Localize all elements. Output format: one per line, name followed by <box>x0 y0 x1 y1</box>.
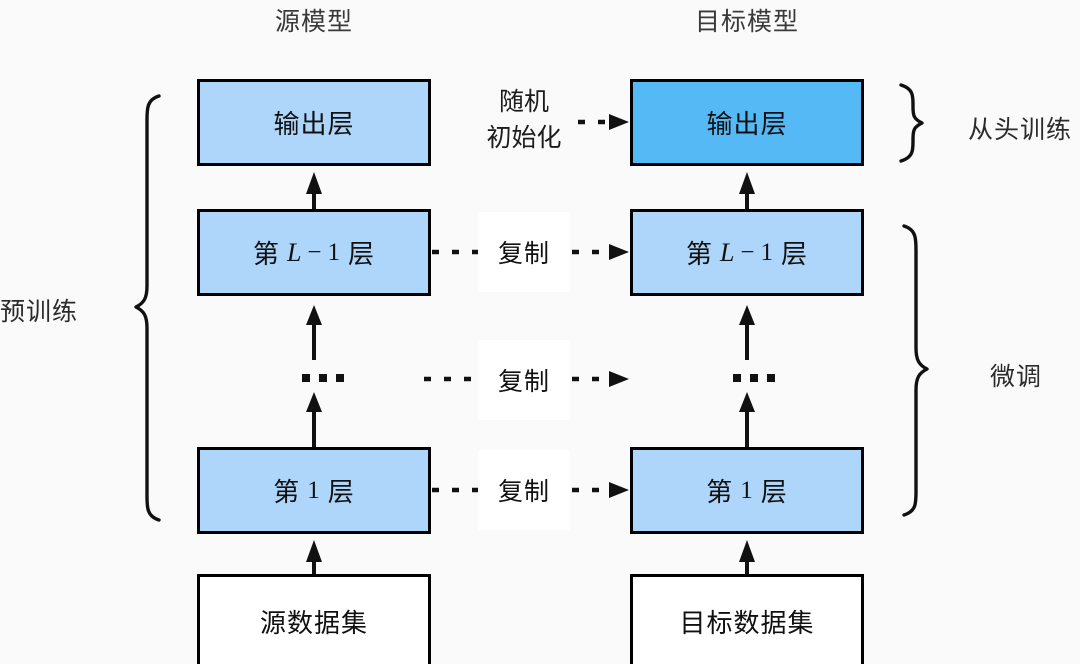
source-dataset-label: 源数据集 <box>259 607 368 638</box>
source-dataset-box[interactable]: 源数据集 <box>197 574 431 664</box>
random-init-line-2: 初始化 <box>486 124 562 152</box>
target-arrow-dataset-to-layer1 <box>739 540 755 574</box>
target-output-layer-label: 输出层 <box>706 109 788 139</box>
source-layer-L-minus-1-num: 1 <box>327 238 342 266</box>
copy-label-layer-1: 复制 <box>478 450 570 530</box>
target-layer-1-suffix: 层 <box>760 477 788 507</box>
source-layer-1-prefix: 第 <box>273 477 301 507</box>
target-layer-1-num: 1 <box>740 476 754 504</box>
source-layer-L-minus-1-box[interactable]: 第 L − 1 层 <box>197 209 431 296</box>
target-dataset-label: 目标数据集 <box>679 607 815 638</box>
source-output-layer-box[interactable]: 输出层 <box>197 79 431 166</box>
target-model-title: 目标模型 <box>694 8 799 36</box>
copy-label-layer-1-text: 复制 <box>497 478 550 506</box>
copy-label-middle-text: 复制 <box>497 368 550 396</box>
source-output-layer-label: 输出层 <box>273 109 355 139</box>
target-layer-L-minus-1-var: L <box>719 237 736 267</box>
target-arrow-ellipsis-to-layerL <box>739 305 755 360</box>
target-layer-L-minus-1-num: 1 <box>760 238 775 266</box>
target-arrow-layer1-to-ellipsis <box>739 392 755 447</box>
source-arrow-dataset-to-layer1 <box>306 540 322 574</box>
source-layer-L-minus-1-var: L <box>286 237 303 267</box>
source-arrow-layerL-to-output <box>306 172 322 209</box>
source-model-title: 源模型 <box>274 8 353 36</box>
copy-label-middle: 复制 <box>478 340 570 420</box>
target-layer-L-minus-1-suffix: 层 <box>781 239 809 269</box>
train-from-scratch-brace <box>899 83 924 163</box>
fine-tune-brace <box>902 224 929 517</box>
target-arrow-layerL-to-output <box>739 172 755 209</box>
random-init-dashed-arrow <box>578 114 629 130</box>
target-layer-1-prefix: 第 <box>706 477 734 507</box>
pretrain-brace <box>134 94 161 522</box>
source-layer-1-num: 1 <box>307 476 321 504</box>
source-layer-L-minus-1-prefix: 第 <box>252 239 280 269</box>
target-layer-L-minus-1-prefix: 第 <box>685 239 713 269</box>
target-ellipsis <box>733 374 775 382</box>
train-from-scratch-label: 从头训练 <box>968 116 1073 144</box>
pretrain-label: 预训练 <box>0 298 79 326</box>
target-output-layer-box[interactable]: 输出层 <box>630 79 864 166</box>
copy-label-layer-L-minus-1-text: 复制 <box>497 240 550 268</box>
target-layer-L-minus-1-op: − <box>740 238 756 266</box>
source-arrow-ellipsis-to-layerL <box>306 305 322 360</box>
copy-label-layer-L-minus-1: 复制 <box>478 212 570 292</box>
source-layer-L-minus-1-op: − <box>307 238 323 266</box>
random-init-label: 随机 初始化 <box>470 84 578 156</box>
source-layer-1-suffix: 层 <box>327 477 355 507</box>
source-layer-L-minus-1-suffix: 层 <box>348 239 376 269</box>
source-ellipsis <box>302 374 344 382</box>
source-arrow-layer1-to-ellipsis <box>306 392 322 447</box>
source-layer-1-box[interactable]: 第 1 层 <box>197 447 431 534</box>
target-layer-1-box[interactable]: 第 1 层 <box>630 447 864 534</box>
target-dataset-box[interactable]: 目标数据集 <box>630 574 864 664</box>
fine-tune-label: 微调 <box>990 363 1043 391</box>
target-layer-L-minus-1-box[interactable]: 第 L − 1 层 <box>630 209 864 296</box>
random-init-line-1: 随机 <box>498 88 549 116</box>
